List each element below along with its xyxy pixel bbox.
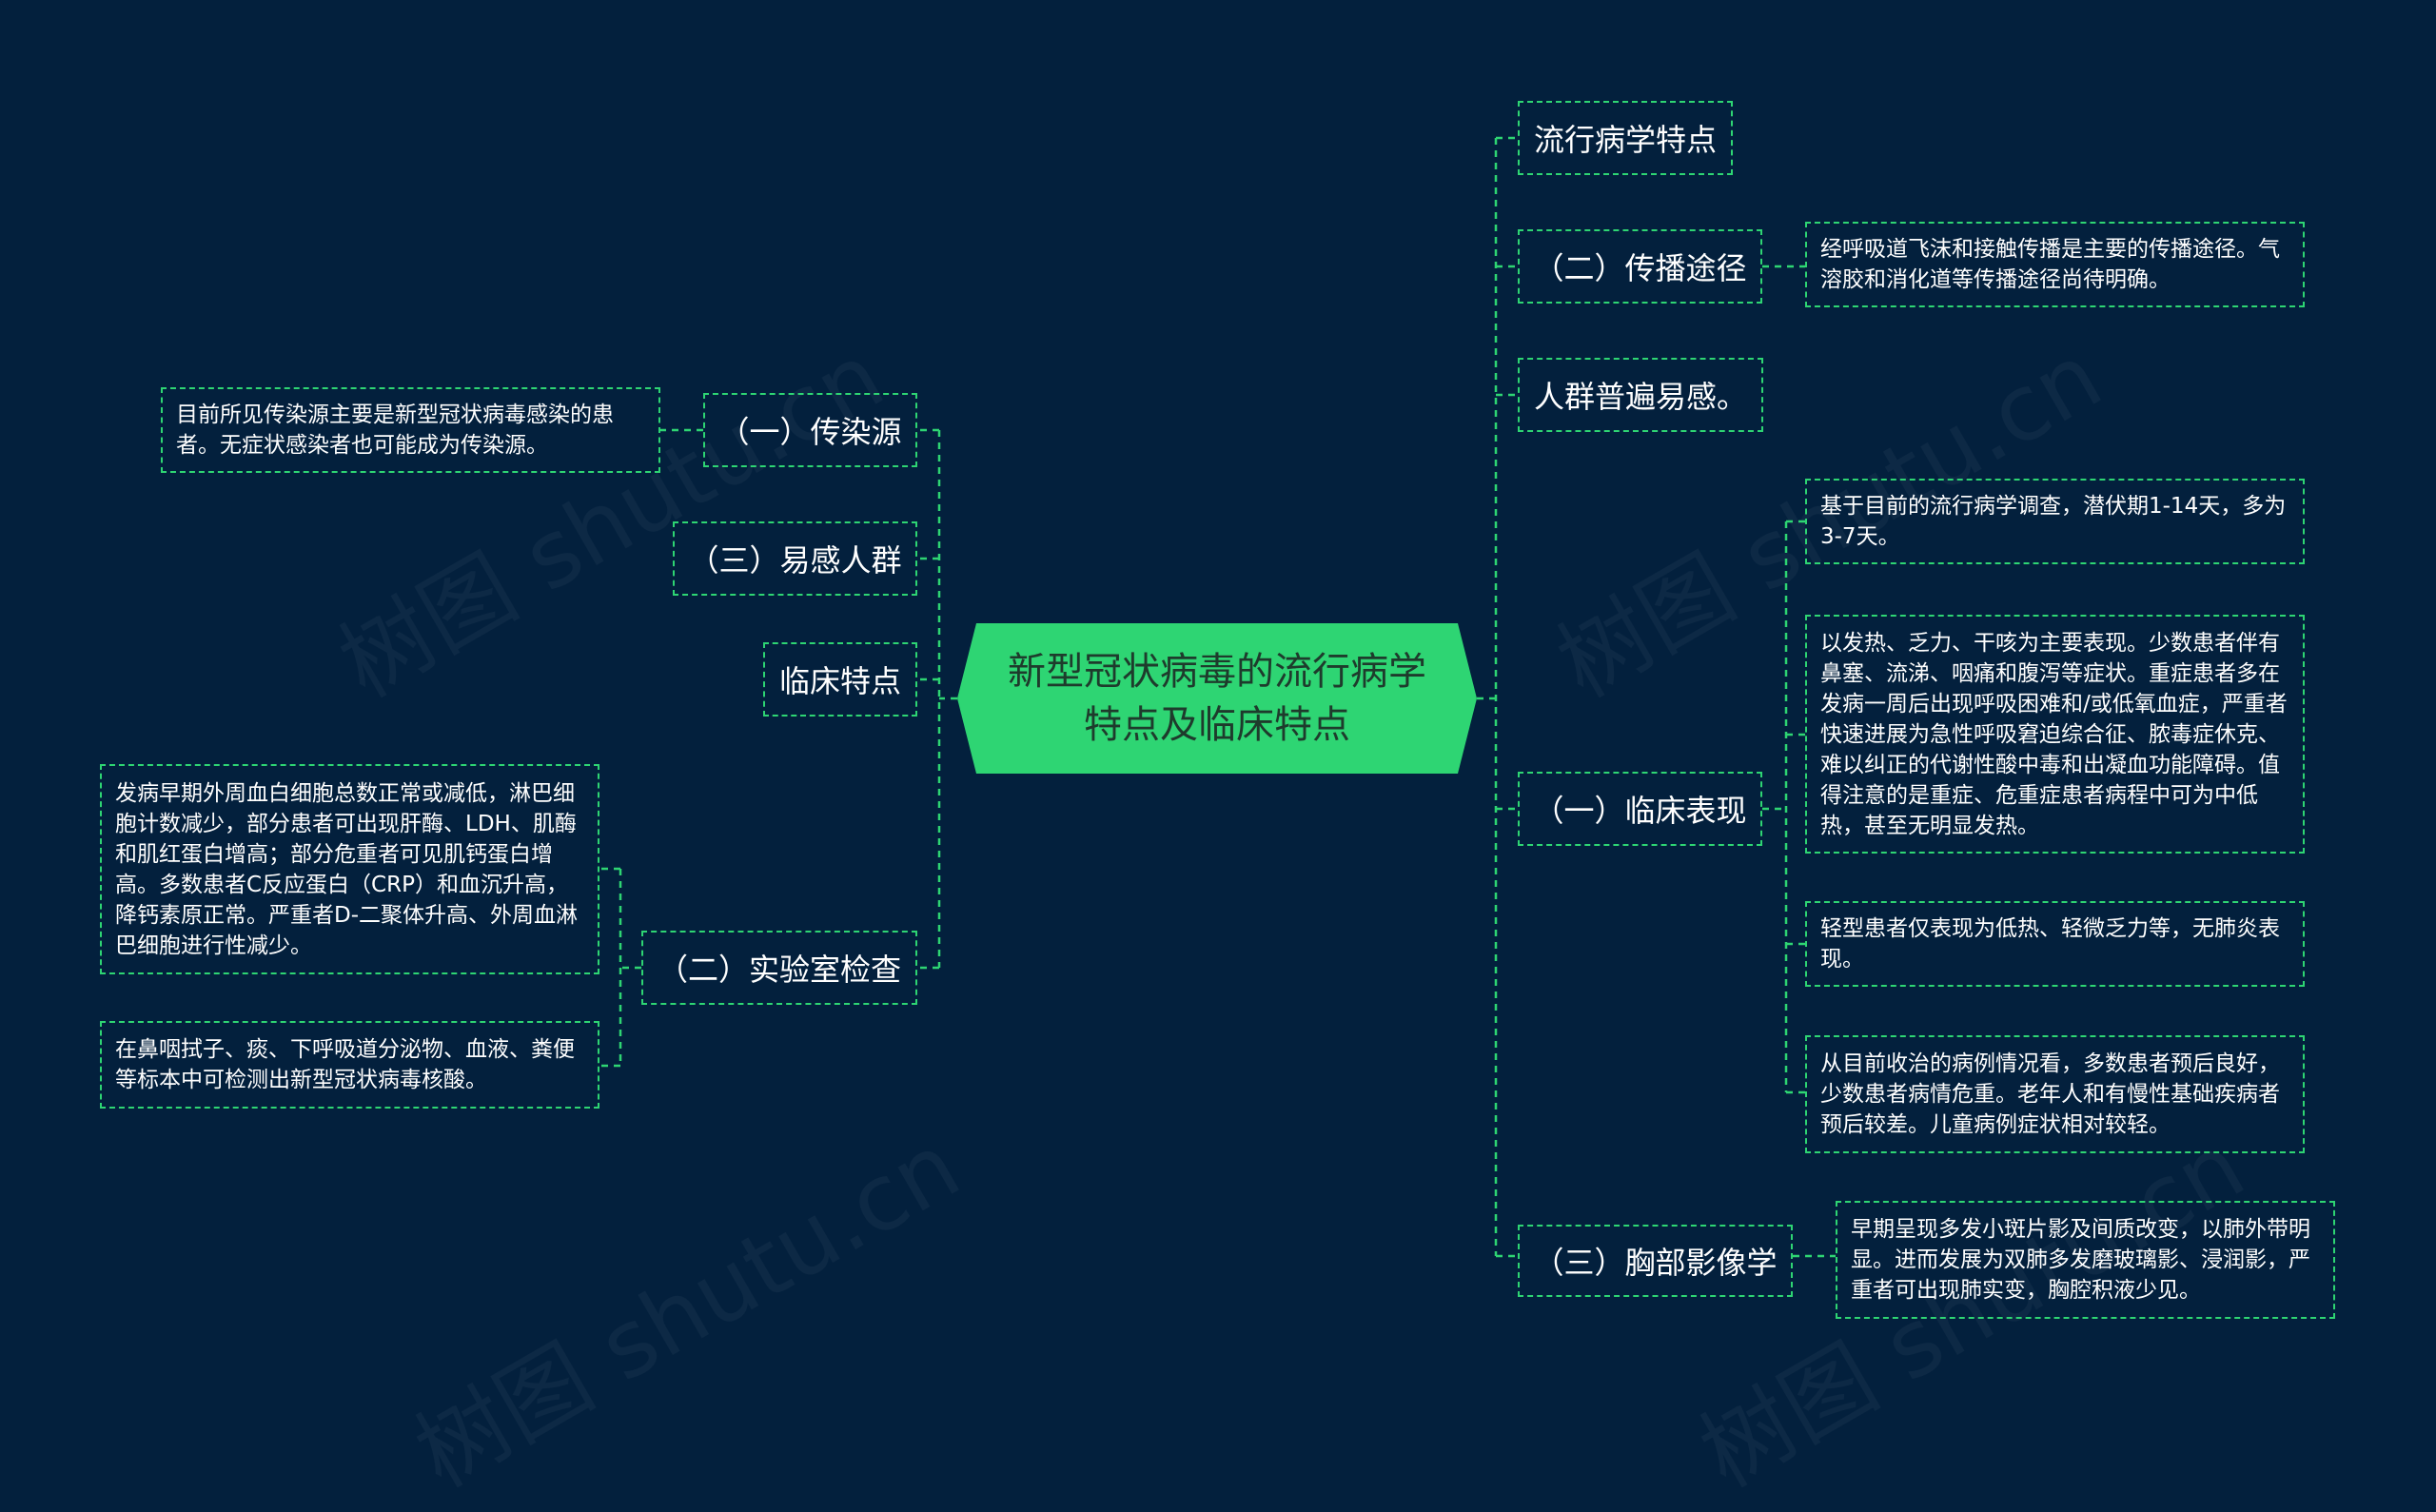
detail-lab-nucleic-acid[interactable]: 在鼻咽拭子、痰、下呼吸道分泌物、血液、粪便等标本中可检测出新型冠状病毒核酸。 <box>100 1021 599 1109</box>
detail-prognosis[interactable]: 从目前收治的病例情况看，多数患者预后良好，少数患者病情危重。老年人和有慢性基础疾… <box>1805 1035 2305 1153</box>
detail-incubation[interactable]: 基于目前的流行病学调查，潜伏期1-14天，多为3-7天。 <box>1805 479 2305 564</box>
topic-transmission[interactable]: （二）传播途径 <box>1518 229 1762 304</box>
topic-lab-tests[interactable]: （二）实验室检查 <box>641 931 917 1005</box>
topic-susceptible-population[interactable]: （三）易感人群 <box>673 521 917 596</box>
central-topic[interactable]: 新型冠状病毒的流行病学特点及临床特点 <box>957 623 1477 774</box>
detail-lab-blood[interactable]: 发病早期外周血白细胞总数正常或减低，淋巴细胞计数减少，部分患者可出现肝酶、LDH… <box>100 764 599 974</box>
detail-chest-imaging[interactable]: 早期呈现多发小斑片影及间质改变，以肺外带明显。进而发展为双肺多发磨玻璃影、浸润影… <box>1836 1201 2335 1319</box>
topic-epidemiology[interactable]: 流行病学特点 <box>1518 101 1733 175</box>
detail-transmission[interactable]: 经呼吸道飞沫和接触传播是主要的传播途径。气溶胶和消化道等传播途径尚待明确。 <box>1805 222 2305 307</box>
detail-infection-source[interactable]: 目前所见传染源主要是新型冠状病毒感染的患者。无症状感染者也可能成为传染源。 <box>161 387 660 473</box>
topic-chest-imaging[interactable]: （三）胸部影像学 <box>1518 1225 1793 1297</box>
detail-mild-cases[interactable]: 轻型患者仅表现为低热、轻微乏力等，无肺炎表现。 <box>1805 901 2305 987</box>
detail-symptoms[interactable]: 以发热、乏力、干咳为主要表现。少数患者伴有鼻塞、流涕、咽痛和腹泻等症状。重症患者… <box>1805 615 2305 854</box>
topic-susceptible[interactable]: 人群普遍易感。 <box>1518 358 1763 432</box>
connector-lines <box>599 136 1836 1258</box>
topic-clinical-features[interactable]: 临床特点 <box>763 642 917 717</box>
topic-clinical-manifestation[interactable]: （一）临床表现 <box>1518 772 1762 846</box>
topic-infection-source[interactable]: （一）传染源 <box>703 393 917 467</box>
